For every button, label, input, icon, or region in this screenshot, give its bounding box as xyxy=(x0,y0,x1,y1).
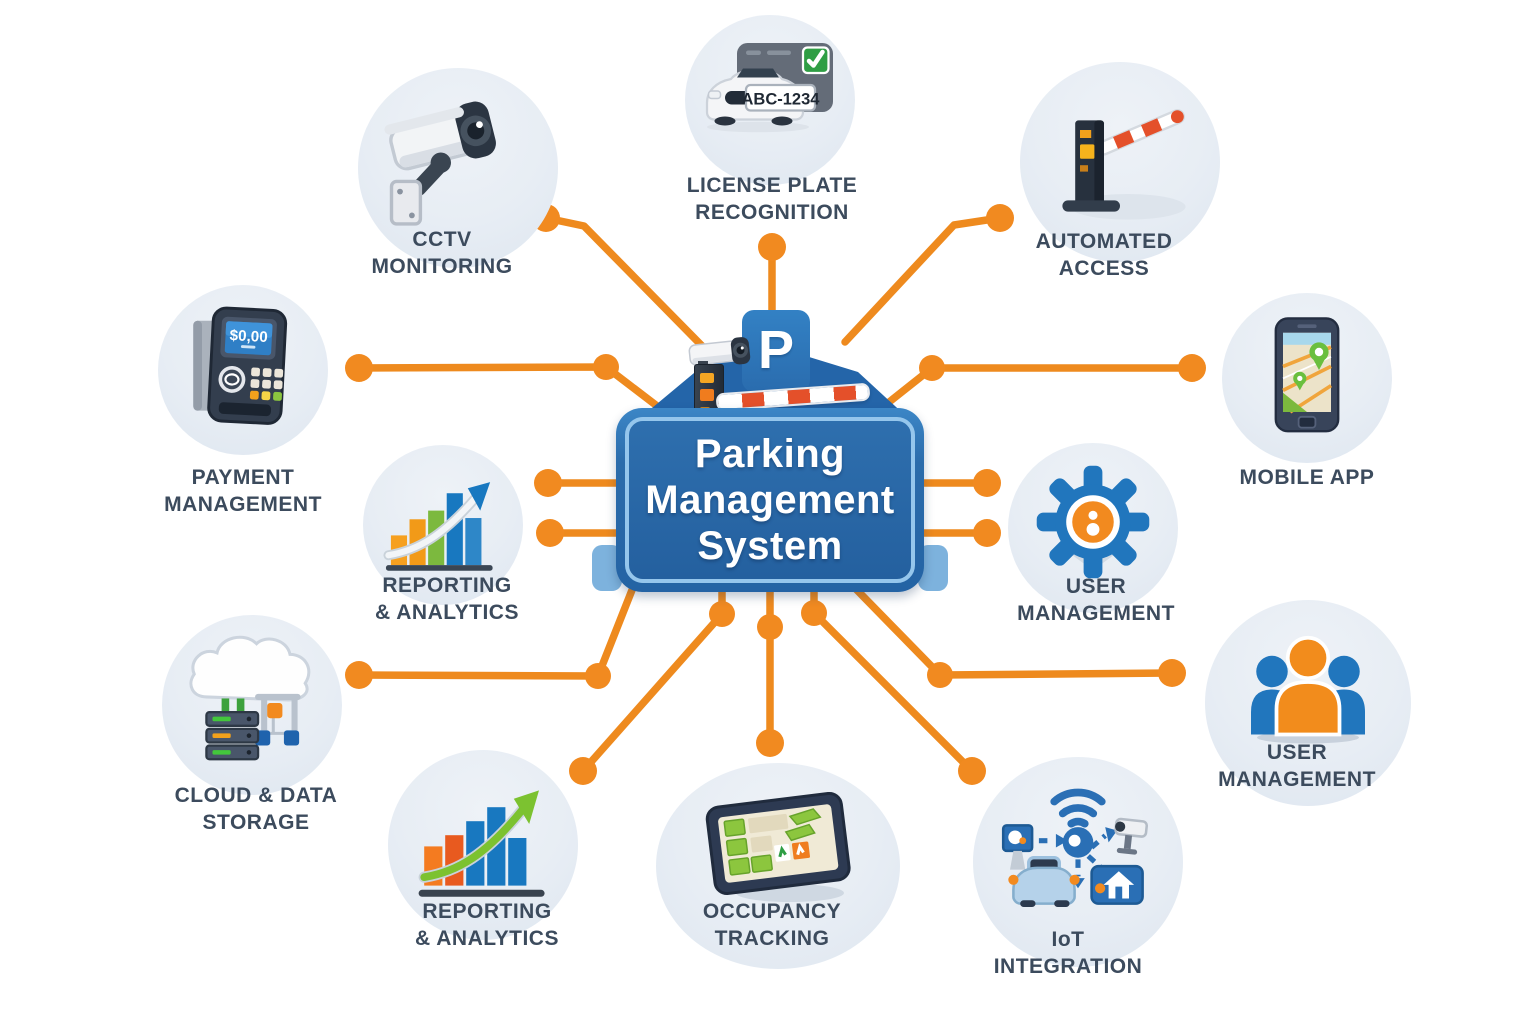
user-group-icon xyxy=(1251,635,1365,744)
label-line: RECOGNITION xyxy=(695,201,849,224)
center-title-line: Management xyxy=(645,478,895,522)
label-line: STORAGE xyxy=(202,811,310,834)
label-line: MANAGEMENT xyxy=(1218,768,1376,791)
label-line: INTEGRATION xyxy=(993,955,1143,978)
user-gear-icon xyxy=(1036,465,1150,579)
center-node-parking-management-system: P Parking Management System xyxy=(592,300,948,600)
occupancy-tablet-icon xyxy=(705,791,851,902)
label-line: MOBILE APP xyxy=(1239,466,1375,489)
label-license-plate: LICENSE PLATE RECOGNITION xyxy=(602,172,942,226)
label-line: MONITORING xyxy=(371,255,513,278)
p-sign-letter: P xyxy=(757,320,795,380)
center-title-box-inner: Parking Management System xyxy=(625,417,915,583)
cloud-storage-icon xyxy=(189,635,311,761)
label-iot-integration: IoT INTEGRATION xyxy=(898,926,1238,980)
label-reporting-analytics-mid: REPORTING & ANALYTICS xyxy=(277,572,617,626)
label-reporting-analytics-bottom: REPORTING & ANALYTICS xyxy=(317,898,657,952)
label-user-management-people: USER MANAGEMENT xyxy=(1127,739,1467,793)
label-automated-access: AUTOMATED ACCESS xyxy=(934,228,1274,282)
label-line: MANAGEMENT xyxy=(164,493,322,516)
label-line: USER xyxy=(1266,741,1328,764)
node-automated-access xyxy=(1020,62,1220,262)
gate-light xyxy=(700,373,714,383)
node-user-management-people xyxy=(1205,600,1411,806)
label-occupancy-tracking: OCCUPANCY TRACKING xyxy=(602,898,942,952)
barrier-gate-icon xyxy=(1062,109,1186,220)
center-title-line: Parking xyxy=(694,432,846,476)
gate-light xyxy=(700,389,714,401)
label-mobile-app: MOBILE APP xyxy=(1137,464,1477,491)
label-line: AUTOMATED xyxy=(1035,230,1173,253)
node-occupancy-tracking xyxy=(656,763,900,969)
license-plate-text: ABC-1234 xyxy=(742,91,821,109)
node-mobile-app xyxy=(1222,293,1392,463)
node-license-plate-recognition: ABC-1234 xyxy=(685,15,855,185)
label-line: & ANALYTICS xyxy=(375,601,519,624)
node-payment-management: $0,00 xyxy=(158,285,328,455)
label-line: MANAGEMENT xyxy=(1017,602,1175,625)
license-plate-icon: ABC-1234 xyxy=(705,43,833,133)
label-cloud-data-storage: CLOUD & DATA STORAGE xyxy=(86,782,426,836)
label-line: IoT xyxy=(1051,928,1085,951)
center-cctv-camera-icon xyxy=(688,337,751,375)
label-line: ACCESS xyxy=(1058,257,1150,280)
label-line: USER xyxy=(1065,575,1127,598)
bar-chart-icon xyxy=(383,482,493,571)
label-line: OCCUPANCY xyxy=(702,900,842,923)
bar-chart-growth-icon xyxy=(418,790,545,897)
mobile-app-icon xyxy=(1274,317,1340,433)
node-iot-integration xyxy=(973,757,1183,967)
node-reporting-analytics-mid xyxy=(363,445,523,605)
parking-p-sign: P xyxy=(742,310,810,392)
label-line: TRACKING xyxy=(714,927,830,950)
label-line: CCTV xyxy=(412,228,472,251)
center-title-box: Parking Management System xyxy=(616,408,924,592)
cctv-camera-icon xyxy=(384,101,496,226)
center-title-line: System xyxy=(697,524,843,568)
label-line: LICENSE PLATE xyxy=(686,174,858,197)
payment-terminal-icon: $0,00 xyxy=(193,306,288,425)
label-line: & ANALYTICS xyxy=(415,927,559,950)
label-line: CLOUD & DATA xyxy=(174,784,338,807)
label-line: REPORTING xyxy=(422,900,552,923)
payment-screen-text: $0,00 xyxy=(229,327,268,346)
node-cloud-data-storage xyxy=(162,615,342,795)
iot-network-icon xyxy=(1001,788,1149,907)
node-cctv-monitoring xyxy=(358,68,558,268)
node-reporting-analytics-bottom xyxy=(388,750,578,940)
label-user-management-gear: USER MANAGEMENT xyxy=(926,573,1266,627)
label-line: PAYMENT xyxy=(191,466,295,489)
label-line: REPORTING xyxy=(382,574,512,597)
label-cctv-monitoring: CCTV MONITORING xyxy=(272,226,612,280)
node-user-management-gear xyxy=(1008,443,1178,613)
label-payment-management: PAYMENT MANAGEMENT xyxy=(73,464,413,518)
